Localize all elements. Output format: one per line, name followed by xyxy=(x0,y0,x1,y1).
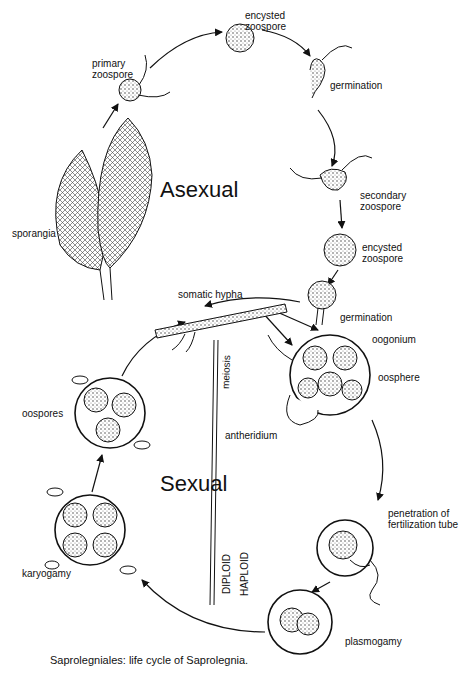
stage-label: encysted zoospore xyxy=(362,242,417,264)
sexual-stages xyxy=(45,335,380,654)
stage-label: sporangia xyxy=(12,228,72,239)
asexual-stages xyxy=(56,24,372,352)
cycle-phase-label: Asexual xyxy=(160,178,260,202)
stage-label: antheridium xyxy=(225,430,295,441)
stage-label: plasmogamy xyxy=(345,636,415,647)
ploidy-label: DIPLOID xyxy=(221,554,232,594)
stage-label: secondary zoospore xyxy=(360,190,420,212)
stage-label: germination xyxy=(340,312,410,323)
stage-label: somatic hypha xyxy=(178,289,268,300)
ploidy-label: HAPLOID xyxy=(239,552,250,596)
ploidy-label: meiosis xyxy=(220,355,232,389)
stage-label: germination xyxy=(330,80,400,91)
stage-label: penetration of fertilization tube xyxy=(388,508,463,530)
stage-label: encysted zoospore xyxy=(245,10,300,32)
cycle-phase-label: Sexual xyxy=(160,472,260,496)
figure-caption: Saprolegniales: life cycle of Saprolegni… xyxy=(50,654,248,666)
stage-label: oosphere xyxy=(378,372,438,383)
stage-label: oospores xyxy=(22,408,77,419)
stage-label: karyogamy xyxy=(22,568,82,579)
stage-label: oogonium xyxy=(372,334,432,345)
stage-label: primary zoospore xyxy=(92,58,142,80)
cycle-arrows xyxy=(92,30,383,632)
